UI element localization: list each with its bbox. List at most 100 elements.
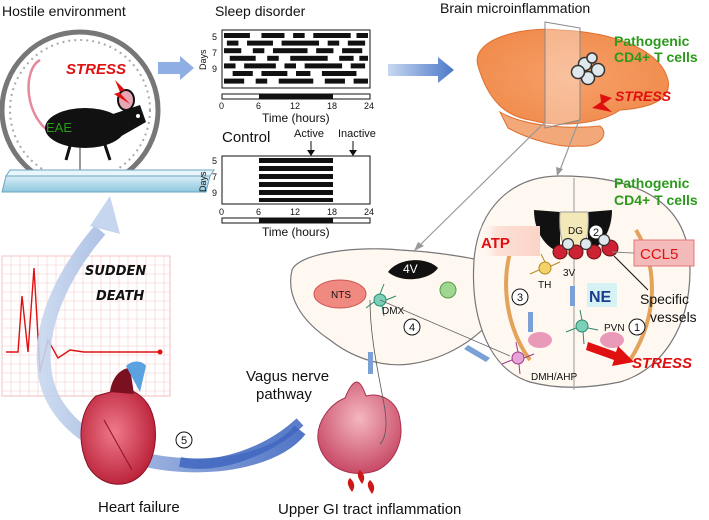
dmx-label: DMX: [382, 306, 405, 317]
section-cells-label: CD4+ T cells: [614, 192, 698, 208]
raster-ytick: 9: [212, 64, 217, 74]
stress-arrow-icon: [586, 342, 634, 366]
atp-label: ATP: [481, 235, 510, 252]
raster-segment: [293, 33, 305, 38]
dmh-neuron-icon: [501, 341, 535, 375]
control-ytick: 5: [212, 156, 217, 166]
control-xtick: 12: [290, 207, 300, 217]
ccl5-box: [633, 239, 695, 267]
control-raster: [221, 155, 371, 224]
raster-segment: [267, 55, 279, 61]
section-cells-label: Pathogenic: [614, 175, 690, 191]
control-ytick: 7: [212, 172, 217, 182]
arrow-icon: [388, 57, 454, 83]
raster-segment: [229, 55, 256, 61]
raster-segment: [224, 33, 250, 38]
raster-segment: [313, 33, 351, 38]
arrow-icon: [90, 196, 120, 234]
raster-xtick: 0: [219, 101, 224, 111]
raster-segment: [261, 71, 288, 76]
control-xtick: 24: [364, 207, 374, 217]
raster-segment: [339, 55, 354, 61]
atp-glow: [478, 226, 540, 256]
heart-icon: [80, 361, 156, 485]
pvn-neuron-icon: [565, 309, 599, 345]
th-label: TH: [538, 280, 551, 291]
ccl5-label: CCL5: [640, 246, 678, 263]
raster-segment: [226, 40, 239, 46]
raster-ylabel: Days: [198, 49, 208, 70]
stomach-icon: [317, 299, 402, 474]
raster-segment: [359, 55, 368, 61]
raster-segment: [278, 78, 314, 84]
step-2-label: 2: [593, 227, 599, 239]
raster-segment: [342, 48, 363, 54]
raster-segment: [252, 48, 265, 54]
control-xtick: 18: [327, 207, 337, 217]
raster-segment: [232, 71, 253, 76]
raster-segment: [350, 63, 366, 69]
vessels-label: vessels: [650, 309, 697, 325]
vagus-label: Vagus nerve: [246, 368, 329, 385]
raster-segment: [304, 63, 343, 69]
brain-stress-label: STRESS: [615, 88, 672, 104]
vagus-arrow: [179, 418, 304, 469]
raster-segment: [244, 63, 276, 69]
control-xlabel: Time (hours): [262, 225, 330, 239]
raster-xlabel: Time (hours): [262, 111, 330, 125]
lightning-icon: [592, 94, 612, 112]
hostile-environment-title: Hostile environment: [2, 3, 126, 19]
raster-segment: [290, 55, 328, 61]
raster-segment: [316, 48, 334, 54]
t-cell-cluster-icon: [570, 52, 606, 86]
nts-label: NTS: [331, 290, 351, 301]
raster-xtick: 18: [327, 101, 337, 111]
raster-segment: [247, 40, 273, 46]
inactive-label: Inactive: [338, 128, 376, 140]
section-stress-label: STRESS: [632, 355, 692, 372]
raster-segment: [356, 33, 368, 38]
control-title: Control: [222, 129, 270, 146]
dg-label: DG: [568, 226, 583, 237]
raster-xtick: 6: [256, 101, 261, 111]
vessels-label: Specific: [640, 291, 689, 307]
heart-failure-label: Heart failure: [98, 499, 180, 516]
step-4-label: 4: [409, 322, 415, 334]
control-ytick: 9: [212, 188, 217, 198]
mouse-icon: [27, 58, 146, 161]
ne-box: [587, 283, 617, 307]
ne-label: NE: [589, 289, 612, 306]
raster-segment: [281, 40, 320, 46]
raster-segment: [224, 63, 236, 69]
brain-cells-label: CD4+ T cells: [614, 49, 698, 65]
v4-label: 4V: [403, 262, 418, 276]
step-3-label: 3: [517, 292, 523, 304]
t-cell-cluster-icon: [561, 233, 611, 251]
blood-drops-icon: [347, 470, 375, 494]
gi-inflammation-label: Upper GI tract inflammation: [278, 501, 461, 518]
eae-label: EAE: [46, 120, 72, 135]
brain-cells-label: Pathogenic: [614, 33, 690, 49]
raster-segment: [321, 71, 357, 76]
sudden-death-label: DEATH: [96, 289, 144, 304]
raster-segment: [272, 48, 308, 54]
raster-ytick: 5: [212, 32, 217, 42]
raster-segment: [284, 63, 296, 69]
raster-xtick: 12: [290, 101, 300, 111]
raster-segment: [347, 40, 366, 46]
water-tank: [1, 169, 215, 193]
raster-xtick: 24: [364, 101, 374, 111]
mouse-stress-label: STRESS: [66, 61, 126, 78]
pvn-label: PVN: [604, 323, 625, 334]
sudden-death-label: SUDDEN: [85, 264, 146, 279]
v3-label: 3V: [563, 268, 576, 279]
th-neuron-icon: [529, 253, 561, 275]
brainstem-section: [290, 248, 493, 366]
raster-segment: [261, 33, 285, 38]
raster-segment: [327, 40, 340, 46]
control-xtick: 6: [256, 207, 261, 217]
raster-segment: [224, 78, 245, 84]
vagus-label: pathway: [256, 386, 312, 403]
brain-microinflammation-title: Brain microinflammation: [440, 0, 590, 16]
